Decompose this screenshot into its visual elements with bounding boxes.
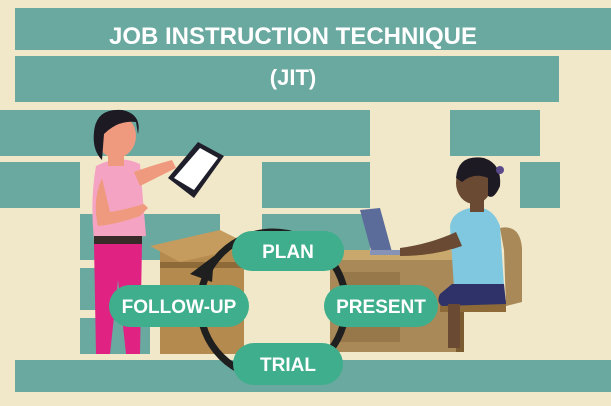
step-trial: TRIAL (233, 343, 343, 385)
seated-woman-arm (400, 232, 462, 256)
follow-up-pill (109, 285, 249, 327)
seated-woman (400, 157, 506, 348)
present-label: PRESENT (336, 297, 426, 318)
step-present: PRESENT (324, 285, 438, 327)
trial-pill (233, 343, 343, 385)
laptop (360, 208, 420, 255)
band-4-mid (262, 162, 370, 208)
title-line-2: (JIT) (270, 65, 316, 90)
laptop-base (370, 250, 420, 255)
seated-woman-skirt (438, 284, 506, 306)
band-4-right (520, 162, 560, 208)
step-plan: PLAN (232, 231, 344, 271)
band-3-left (0, 110, 370, 156)
title-band-1 (15, 8, 611, 50)
tablet-screen (174, 148, 218, 190)
seated-woman-leg (448, 304, 460, 348)
cycle-arrowhead (190, 256, 214, 282)
seated-woman-hair (456, 157, 501, 197)
plan-pill (232, 231, 344, 271)
step-follow-up: FOLLOW-UP (109, 285, 249, 327)
trial-label: TRIAL (260, 355, 316, 376)
band-3-right (450, 110, 540, 156)
chair-back (500, 227, 522, 306)
plan-label: PLAN (262, 242, 314, 263)
seated-woman-hair-tie (496, 166, 504, 174)
instructor-hair (93, 109, 139, 160)
instructor-arm-lower (95, 178, 148, 226)
present-pill (324, 285, 438, 327)
title-line-1: JOB INSTRUCTION TECHNIQUE (109, 23, 477, 50)
title-band-2 (15, 56, 559, 102)
seated-woman-shirt (450, 207, 504, 288)
box-flap (150, 230, 252, 262)
instructor-belt (94, 236, 142, 244)
follow-up-label: FOLLOW-UP (122, 297, 237, 318)
band-4-left (0, 162, 80, 208)
instructor-arm-upper (134, 160, 176, 186)
laptop-screen (360, 208, 392, 254)
